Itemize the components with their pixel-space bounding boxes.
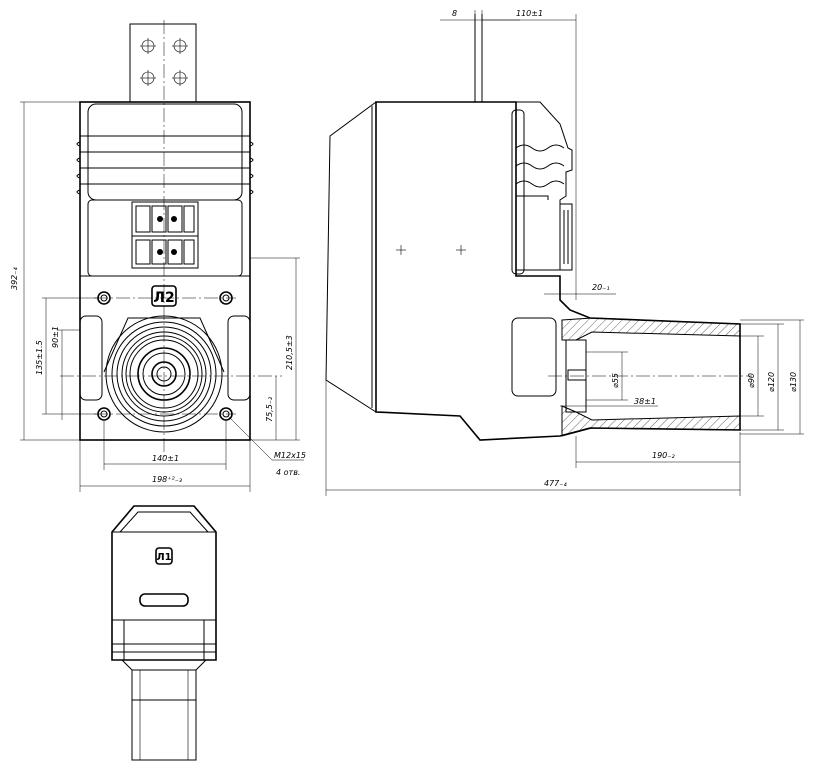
body-outline — [79, 101, 251, 441]
dim-top110: 110±1 — [516, 9, 543, 18]
side-markers — [396, 245, 466, 255]
terminal-holes — [140, 38, 188, 86]
dim-140: 140±1 — [152, 454, 179, 463]
dim-top8: 8 — [452, 9, 457, 18]
side-slots — [79, 315, 251, 401]
secondary-terminals — [131, 201, 199, 269]
terminal-plate — [129, 23, 197, 103]
dim-75: 75,5₋₂ — [265, 396, 274, 422]
bottom-body — [111, 505, 217, 661]
side-view: 8 110±1 20₋₁ ⌀55 38±1 ⌀90 ⌀120 — [325, 9, 804, 496]
dim-210: 210,5±3 — [285, 335, 294, 370]
front-dimensions: 392₋₄ 135±1.5 90±1 210,5±3 75,5₋₂ 140±1 — [10, 101, 306, 492]
front-view: Л2 — [10, 20, 306, 492]
dim-height-total: 392₋₄ — [10, 267, 19, 290]
dim-d130: ⌀130 — [789, 372, 798, 392]
mounting-holes — [97, 291, 233, 421]
dim-d120: ⌀120 — [767, 372, 776, 392]
marking-label-bottom: Л1 — [156, 552, 171, 563]
marking-box-bottom — [155, 547, 173, 565]
side-housing — [375, 101, 741, 441]
bottom-pipe — [131, 669, 197, 761]
dim-190: 190₋₂ — [652, 451, 675, 460]
dim-d90: ⌀90 — [747, 373, 756, 388]
side-front-bevel — [325, 101, 377, 413]
dim-477: 477₋₄ — [544, 479, 567, 488]
side-ribs — [511, 101, 573, 397]
side-dimensions: 8 110±1 20₋₁ ⌀55 38±1 ⌀90 ⌀120 — [325, 9, 804, 496]
dim-198: 198⁺²₋₃ — [152, 475, 182, 484]
dim-20: 20₋₁ — [592, 283, 610, 292]
dim-thread-qty: 4 отв. — [276, 468, 300, 477]
dim-thread: M12x15 — [274, 451, 306, 460]
dim-135: 135±1.5 — [35, 340, 44, 375]
bottom-view: Л1 — [111, 505, 217, 761]
dim-90: 90±1 — [51, 326, 60, 348]
dim-38: 38±1 — [634, 397, 656, 406]
bushing-section-top — [561, 317, 741, 341]
dim-d55: ⌀55 — [611, 373, 620, 388]
bottom-slot — [139, 593, 189, 607]
body-ribs — [76, 103, 254, 277]
bushing-section-bottom — [561, 405, 741, 437]
